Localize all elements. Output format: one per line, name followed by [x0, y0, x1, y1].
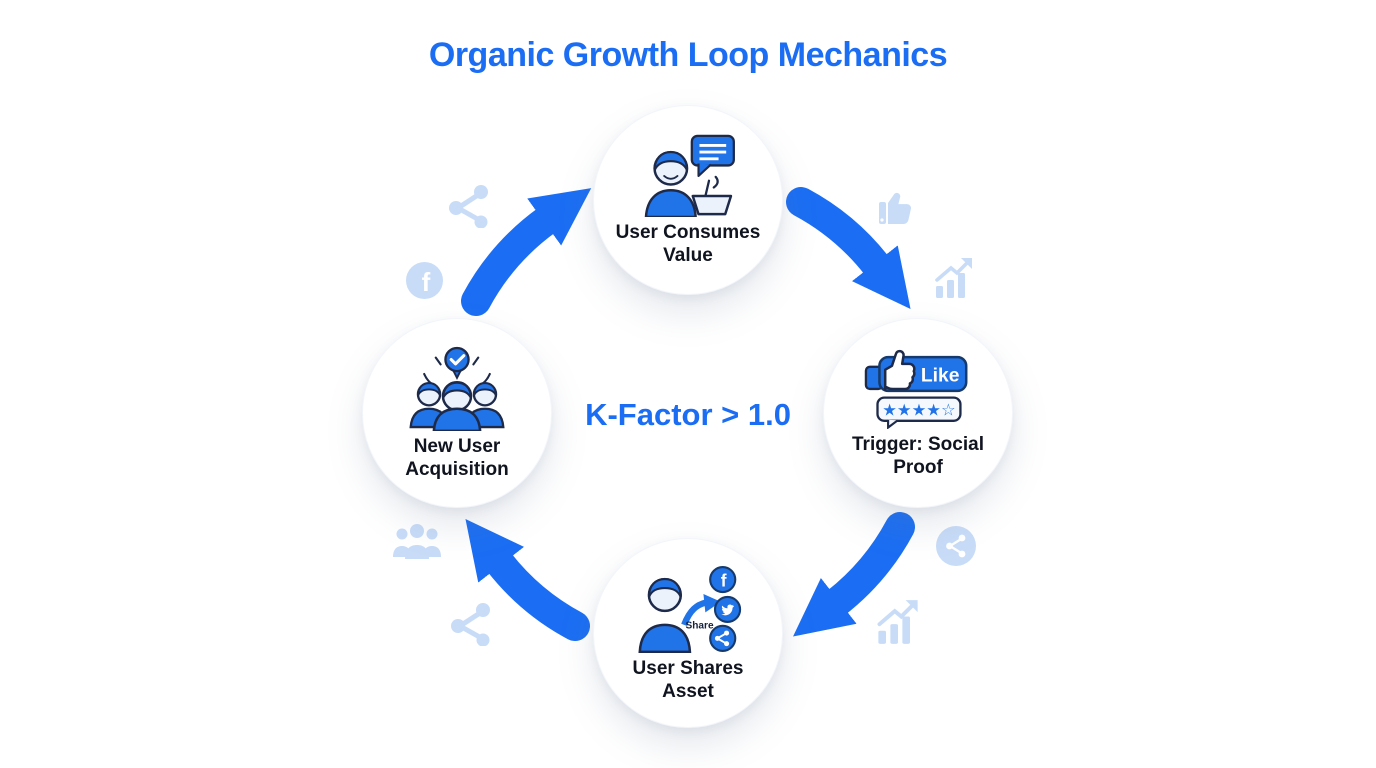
share-icon	[448, 184, 492, 228]
node-new-user-acquisition: New User Acquisition	[362, 318, 552, 508]
arrow-trigger-to-share	[793, 512, 915, 637]
arrow-share-to-acquire	[465, 519, 590, 641]
share-arrow-label: Share	[686, 621, 714, 632]
node-label: Trigger: Social Proof	[852, 434, 984, 478]
new-users-verified-icon	[409, 346, 505, 432]
node-label: User Consumes Value	[615, 222, 761, 266]
k-factor-label: K-Factor > 1.0	[585, 397, 791, 432]
star-empty: ☆	[941, 402, 956, 420]
facebook-icon: f	[406, 262, 443, 299]
node-label: New User Acquisition	[405, 436, 509, 480]
facebook-circle-letter: f	[721, 570, 727, 590]
node-label: User Shares Asset	[632, 658, 744, 702]
growth-chart-icon	[932, 256, 976, 300]
growth-chart-icon	[874, 598, 922, 646]
arrow-consume-to-trigger	[786, 187, 911, 309]
facebook-letter: f	[422, 267, 431, 297]
arrow-acquire-to-consume	[461, 188, 592, 316]
stars-filled: ★★★★	[882, 402, 941, 420]
node-user-shares-asset: Share f User Shares Asset	[593, 538, 783, 728]
like-button-star-rating-icon: Like ★★★★☆	[864, 350, 968, 430]
like-button-label: Like	[921, 365, 960, 386]
share-circle-icon	[936, 526, 976, 566]
user-consuming-content-icon	[644, 134, 735, 218]
twitter-bird-glyph	[721, 604, 734, 616]
share-icon	[450, 602, 494, 646]
page-title: Organic Growth Loop Mechanics	[428, 36, 948, 74]
user-sharing-social-icon: Share f	[638, 566, 742, 654]
share-circle-glyph	[714, 630, 730, 647]
people-group-icon	[392, 521, 442, 561]
node-user-consumes-value: User Consumes Value	[593, 105, 783, 295]
svg-text:★★★★☆: ★★★★☆	[882, 402, 955, 420]
node-trigger-social-proof: Like ★★★★☆ Trigger: Social Proof	[823, 318, 1013, 508]
thumbs-up-icon	[876, 184, 920, 228]
